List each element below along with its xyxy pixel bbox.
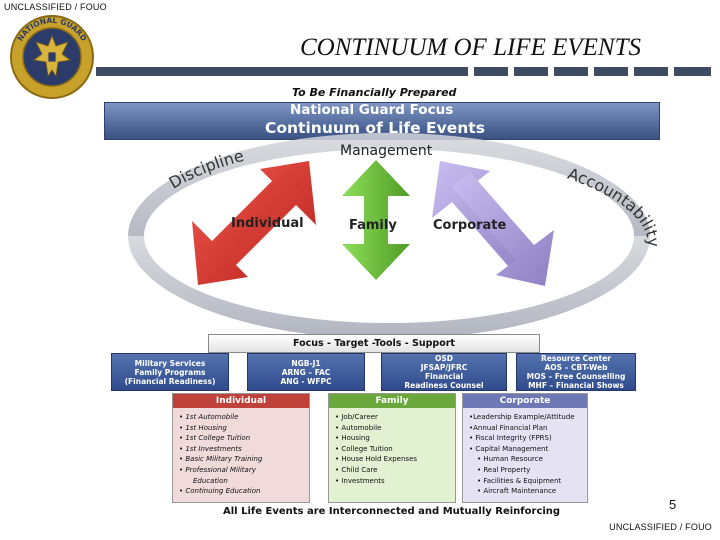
list-item: • Aircraft Maintenance xyxy=(477,487,557,496)
footer-statement: All Life Events are Interconnected and M… xyxy=(223,506,561,517)
list-item: • Capital Management xyxy=(469,444,549,453)
list-item: • Fiscal Integrity (FPRS) xyxy=(469,434,552,443)
arc-label-discipline: Discipline xyxy=(166,146,246,193)
label-corporate: Corporate xyxy=(433,218,507,233)
list-item: •Leadership Example/Attitude xyxy=(469,413,575,421)
slide-title: CONTINUUM OF LIFE EVENTS xyxy=(300,34,641,61)
list-item: • Professional Military xyxy=(179,465,256,474)
list-item: • College Tuition xyxy=(335,444,393,453)
panel-individual-title: Individual xyxy=(173,394,309,408)
panel-family-title: Family xyxy=(329,394,455,408)
list-item: •Annual Financial Plan xyxy=(469,423,548,432)
svg-text:BUREAU: BUREAU xyxy=(35,72,70,85)
list-item: • Real Property xyxy=(477,465,531,474)
panel-corporate: Corporate •Leadership Example/Attitude •… xyxy=(462,393,588,503)
list-item: • Facilities & Equipment xyxy=(477,476,562,485)
panel-corporate-title: Corporate xyxy=(463,394,587,408)
list-item: • Automobile xyxy=(335,423,382,432)
seal-bottom-text: BUREAU xyxy=(35,72,70,85)
panel-individual: Individual • 1st Automobile • 1st Housin… xyxy=(172,393,310,503)
list-item: • Child Care xyxy=(335,465,378,474)
banner-line-1: National Guard Focus xyxy=(290,102,454,118)
individual-double-arrow xyxy=(192,161,316,285)
list-item: • Basic Military Training xyxy=(179,455,263,464)
list-item: • Housing xyxy=(335,434,370,443)
classification-bottom: UNCLASSIFIED / FOUO xyxy=(609,522,712,532)
page-number: 5 xyxy=(669,497,677,512)
label-individual: Individual xyxy=(231,216,304,231)
label-family: Family xyxy=(349,218,397,233)
list-item: Education xyxy=(193,476,228,485)
family-double-arrow xyxy=(342,160,410,280)
cycle-arc-top xyxy=(128,132,650,236)
banner-top-text: To Be Financially Prepared xyxy=(292,86,457,99)
list-item: • Job/Career xyxy=(335,413,378,421)
cycle-arc-bottom xyxy=(128,236,650,340)
list-item: • 1st Automobile xyxy=(179,413,239,421)
title-divider-bar xyxy=(96,67,711,76)
panel-family: Family • Job/Career • Automobile • Housi… xyxy=(328,393,456,503)
list-item: • Investments xyxy=(335,476,385,485)
list-item: • 1st Housing xyxy=(179,423,227,432)
arc-label-accountability: Accountability xyxy=(565,164,663,248)
list-item: • Human Resource xyxy=(477,455,543,464)
arc-label-management: Management xyxy=(340,143,433,159)
classification-top: UNCLASSIFIED / FOUO xyxy=(4,2,107,12)
list-item: • 1st College Tuition xyxy=(179,434,251,443)
list-item: • 1st Investments xyxy=(179,444,242,453)
list-item: • House Hold Expenses xyxy=(335,455,418,464)
focus-target-bar: Focus - Target -Tools - Support xyxy=(208,334,540,353)
national-guard-bureau-seal: NATIONAL GUARD BUREAU xyxy=(10,15,94,99)
corporate-double-arrow xyxy=(432,161,554,286)
banner-line-2: Continuum of Life Events xyxy=(265,119,485,137)
list-item: • Continuing Education xyxy=(179,487,261,496)
